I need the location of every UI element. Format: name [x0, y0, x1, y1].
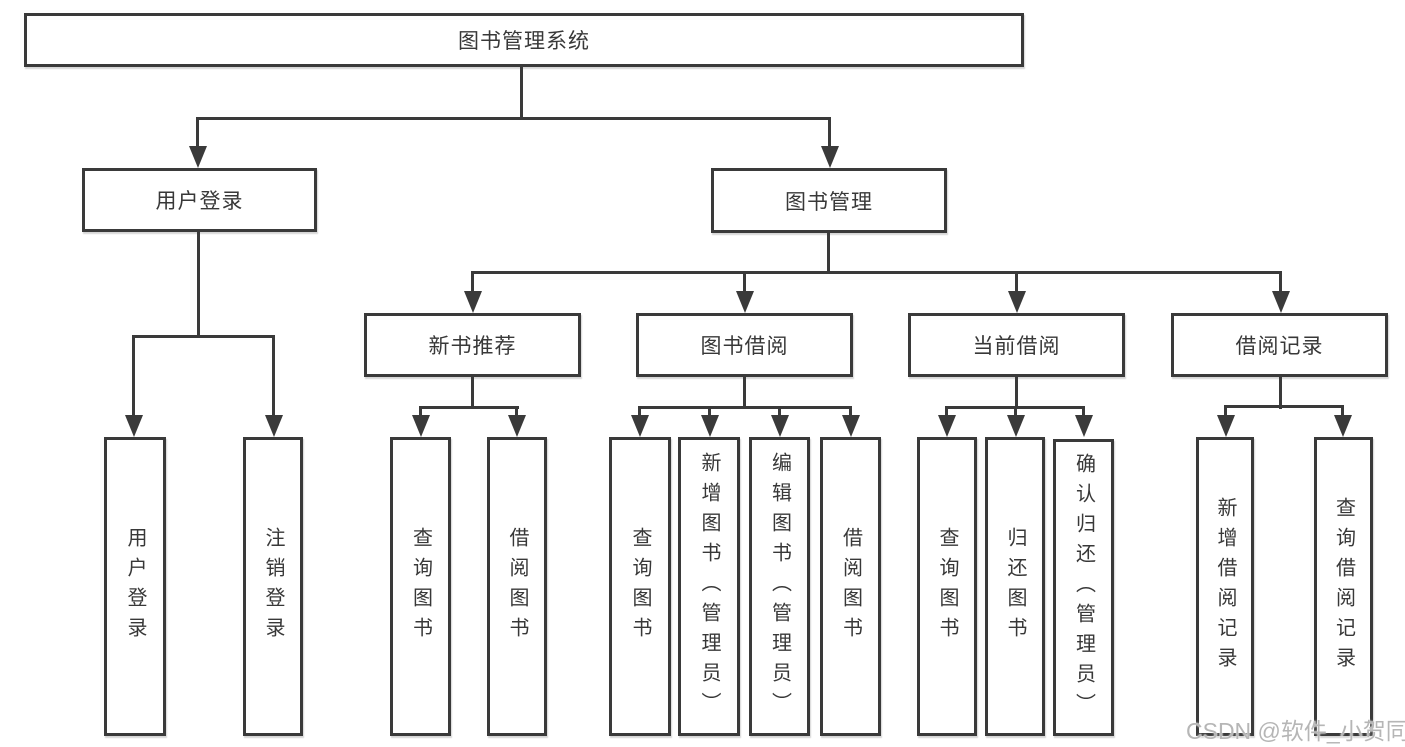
connector-arrow-stem [708, 406, 711, 419]
connector-arrow-stem [1082, 406, 1085, 419]
leaf-query-books-2: 查询图书 [609, 437, 671, 736]
connector-arrow-stem [743, 271, 746, 295]
connector-book-mgmt-stem [827, 233, 830, 274]
leaf-label: 借阅图书 [839, 526, 862, 647]
connector-stem [1279, 377, 1282, 409]
node-book-borrowing-label: 图书借阅 [700, 335, 789, 358]
leaf-confirm-return-admin: 确认归还（管理员） [1053, 439, 1114, 736]
connector-arrow-stem [515, 406, 518, 419]
node-root: 图书管理系统 [24, 13, 1024, 67]
connector-stem [1015, 377, 1018, 409]
arrowhead-leaf [265, 415, 283, 437]
node-borrowing-records: 借阅记录 [1171, 313, 1388, 377]
leaf-user-login: 用户登录 [104, 437, 166, 736]
arrowhead-leaf [125, 415, 143, 437]
leaf-add-books-admin: 新增图书（管理员） [678, 437, 740, 736]
connector-arrow-stem [419, 406, 422, 419]
leaf-label: 借阅图书 [506, 526, 528, 647]
connector-arrow-stem [471, 271, 474, 295]
arrowhead-leaf [631, 415, 649, 437]
connector-level3-rail [471, 271, 1282, 274]
connector-arrow-stem [196, 117, 199, 150]
leaf-label: 新增借阅记录 [1214, 496, 1236, 677]
leaf-borrow-books-1: 借阅图书 [487, 437, 547, 736]
connector-stem [743, 377, 746, 409]
connector-arrow-stem [1279, 271, 1282, 295]
connector-stem [471, 377, 474, 409]
leaf-add-borrow-record: 新增借阅记录 [1196, 437, 1254, 736]
node-book-borrowing: 图书借阅 [636, 313, 853, 377]
leaf-label: 查询图书 [936, 526, 958, 647]
connector-root-stem [520, 67, 523, 120]
node-root-label: 图书管理系统 [458, 30, 590, 53]
leaf-edit-books-admin: 编辑图书（管理员） [749, 437, 810, 736]
arrowhead-leaf [508, 415, 526, 437]
connector-rail [419, 406, 519, 409]
leaf-label: 编辑图书（管理员） [768, 451, 791, 722]
node-current-borrowing-label: 当前借阅 [972, 335, 1061, 358]
connector-arrow-stem [1224, 405, 1227, 418]
arrowhead-book-management [821, 146, 839, 168]
leaf-return-books: 归还图书 [985, 437, 1045, 736]
leaf-label: 归还图书 [1004, 526, 1026, 647]
arrowhead-borrow-records [1272, 291, 1290, 313]
arrowhead-leaf [842, 415, 860, 437]
node-borrowing-records-label: 借阅记录 [1235, 335, 1324, 358]
leaf-borrow-books-2: 借阅图书 [820, 437, 881, 736]
node-new-book-recommend-label: 新书推荐 [428, 335, 517, 358]
connector-user-login-stem [197, 232, 200, 338]
node-user-login-label: 用户登录 [155, 190, 244, 213]
leaf-logout-label: 注销登录 [262, 526, 284, 647]
arrowhead-leaf [1334, 415, 1352, 437]
node-user-login: 用户登录 [82, 168, 317, 232]
leaf-label: 查询借阅记录 [1332, 496, 1355, 677]
leaf-query-borrow-record: 查询借阅记录 [1314, 437, 1373, 736]
arrowhead-leaf [1007, 415, 1025, 437]
leaf-label: 确认归还（管理员） [1072, 452, 1095, 723]
arrowhead-leaf [1075, 415, 1093, 437]
arrowhead-leaf [1217, 415, 1235, 437]
arrowhead-book-borrow [736, 291, 754, 313]
connector-arrow-stem [849, 406, 852, 419]
leaf-label: 查询图书 [409, 526, 432, 647]
connector-rail [1224, 405, 1344, 408]
connector-arrow-stem [945, 406, 948, 419]
connector-rail [638, 406, 851, 409]
connector-user-login-rail [132, 335, 275, 338]
csdn-watermark: CSDN @软件_小贺同学 [1186, 718, 1405, 744]
leaf-query-books-3: 查询图书 [917, 437, 977, 736]
node-current-borrowing: 当前借阅 [908, 313, 1125, 377]
node-new-book-recommend: 新书推荐 [364, 313, 581, 377]
arrowhead-leaf [412, 415, 430, 437]
connector-arrow-stem [272, 335, 275, 419]
node-book-management: 图书管理 [711, 168, 947, 233]
node-book-management-label: 图书管理 [785, 190, 873, 214]
arrowhead-leaf [771, 415, 789, 437]
connector-arrow-stem [638, 406, 641, 419]
connector-arrow-stem [778, 406, 781, 419]
connector-arrow-stem [132, 335, 135, 419]
arrowhead-new-books [464, 291, 482, 313]
connector-arrow-stem [1341, 405, 1344, 418]
leaf-logout: 注销登录 [243, 437, 303, 736]
arrowhead-user-login [189, 146, 207, 168]
connector-arrow-stem [828, 117, 831, 150]
connector-arrow-stem [1015, 271, 1018, 295]
arrowhead-current-borrow [1008, 291, 1026, 313]
arrowhead-leaf [701, 415, 719, 437]
arrowhead-leaf [938, 415, 956, 437]
connector-level2-rail [196, 117, 831, 120]
leaf-label: 新增图书（管理员） [698, 451, 720, 722]
connector-arrow-stem [1014, 406, 1017, 419]
leaf-user-login-label: 用户登录 [124, 526, 146, 647]
leaf-label: 查询图书 [629, 526, 651, 647]
leaf-query-books-1: 查询图书 [390, 437, 451, 736]
